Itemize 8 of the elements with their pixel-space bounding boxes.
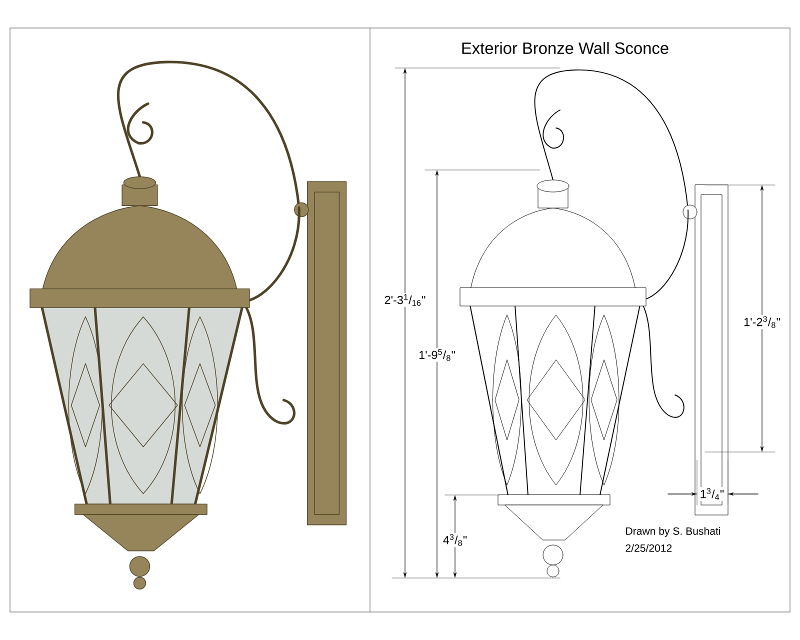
dimension-label: 4$^{3}$/$_{8}$" <box>442 532 468 548</box>
date-label: 2/25/2012 <box>626 544 672 552</box>
dimension-label: 1'-9$^{5}$/$_{8}$" <box>417 348 457 362</box>
drafter-note: Drawn by S. Bushati <box>626 527 720 537</box>
dimension-label: 1'-2$^{3}$/$_{8}$" <box>742 314 782 330</box>
title: Exterior Bronze Wall Sconce <box>462 42 668 54</box>
dimension-label: 1$^{3}$/$_{4}$" <box>698 486 726 502</box>
dimension-label: 2'-3$^{1}$/$_{16}$" <box>383 292 427 308</box>
